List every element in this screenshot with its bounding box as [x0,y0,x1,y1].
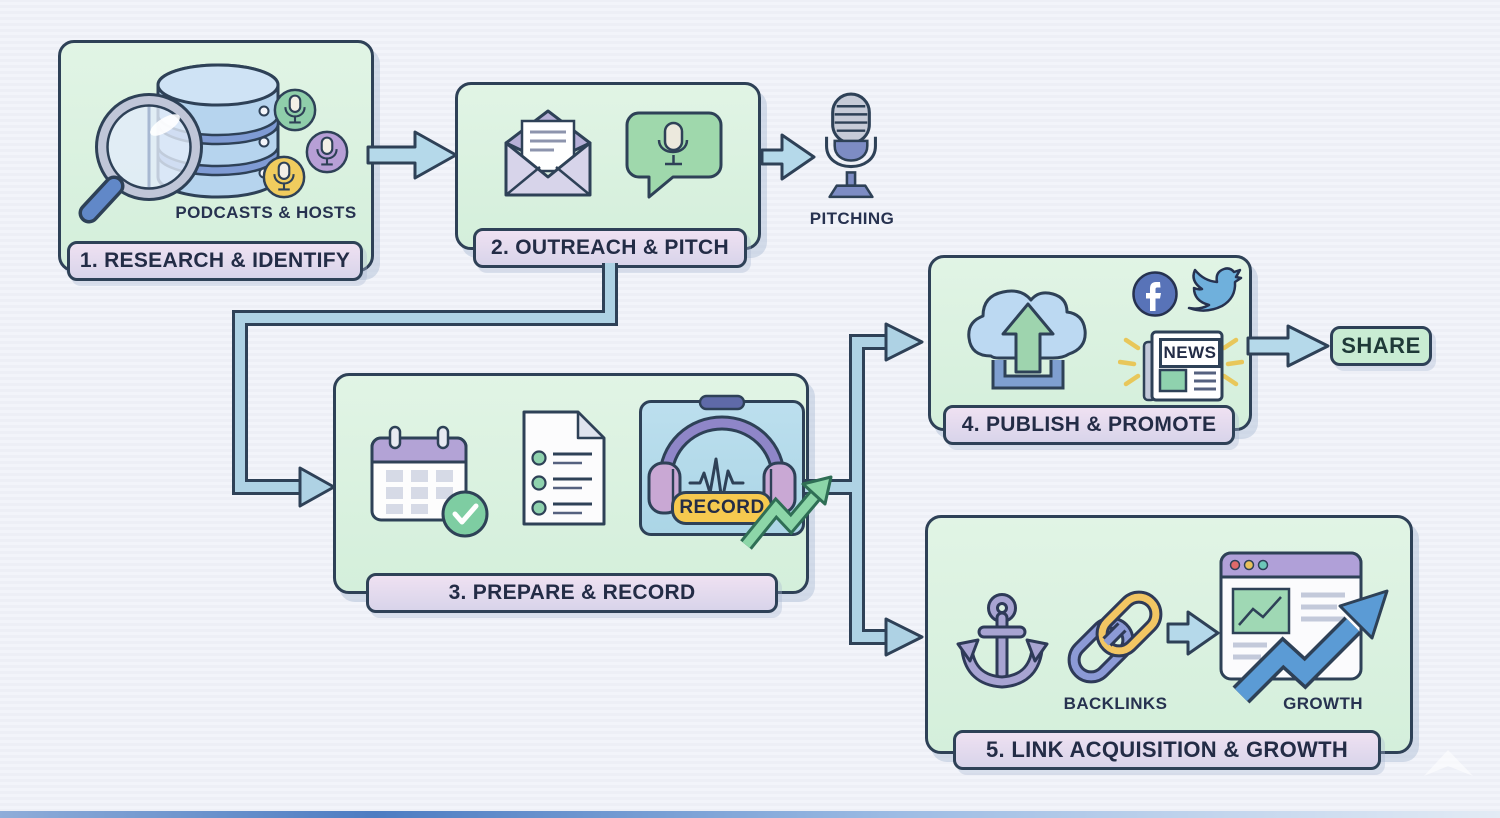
checklist-document-icon [522,410,606,526]
speech-bubble-mic-icon [625,111,723,199]
standing-mic-icon [825,92,877,199]
cloud-upload-icon [967,289,1087,390]
step3-label: 3. PREPARE & RECORD [366,573,778,613]
newspaper-icon: NEWS [1118,320,1244,408]
facebook-icon [1132,271,1178,317]
step5-box: BACKLINKS GROWTH 5. LINK ACQUISITION & G… [925,515,1413,770]
mic-badge-green-icon [273,88,317,132]
twitter-icon [1187,267,1243,312]
record-button: RECORD [671,491,773,525]
calendar-check-icon [370,425,489,538]
watermark-arrow [1424,750,1473,776]
step2-box: 2. OUTREACH & PITCH [455,82,761,268]
bottom-gradient-strip [0,811,1500,818]
arrow-step4-share [1246,324,1330,368]
growth-caption: GROWTH [1283,694,1363,713]
step4-box: NEWS 4. PUBLISH & PROMOTE [928,255,1252,445]
arrow-step2-pitching [760,133,816,181]
anchor-icon [956,593,1049,689]
step1-label: 1. RESEARCH & IDENTIFY [67,241,363,281]
share-badge: SHARE [1330,326,1432,366]
browser-growth-chart-icon [1219,551,1389,704]
news-masthead: NEWS [1159,338,1221,368]
arrow-step1-step2 [366,130,458,180]
chain-links-icon [1067,590,1163,684]
open-envelope-icon [504,109,592,197]
step4-label: 4. PUBLISH & PROMOTE [943,405,1235,445]
mic-badge-purple-icon [305,130,349,174]
magnifier-database-icon [78,63,280,224]
step5-label: 5. LINK ACQUISITION & GROWTH [953,730,1381,770]
mic-badge-yellow-icon [262,155,306,199]
connector-step3-branch [805,334,888,645]
step1-caption: PODCASTS & HOSTS [175,203,357,222]
step1-box: PODCASTS & HOSTS 1. RESEARCH & IDENTIFY [58,40,374,281]
step3-box: RECORD 3. PREPARE & RECORD [333,373,809,613]
record-panel: RECORD [639,394,805,536]
step2-label: 2. OUTREACH & PITCH [473,228,747,268]
pitching-caption: PITCHING [809,209,895,228]
backlinks-caption: BACKLINKS [1063,694,1168,713]
